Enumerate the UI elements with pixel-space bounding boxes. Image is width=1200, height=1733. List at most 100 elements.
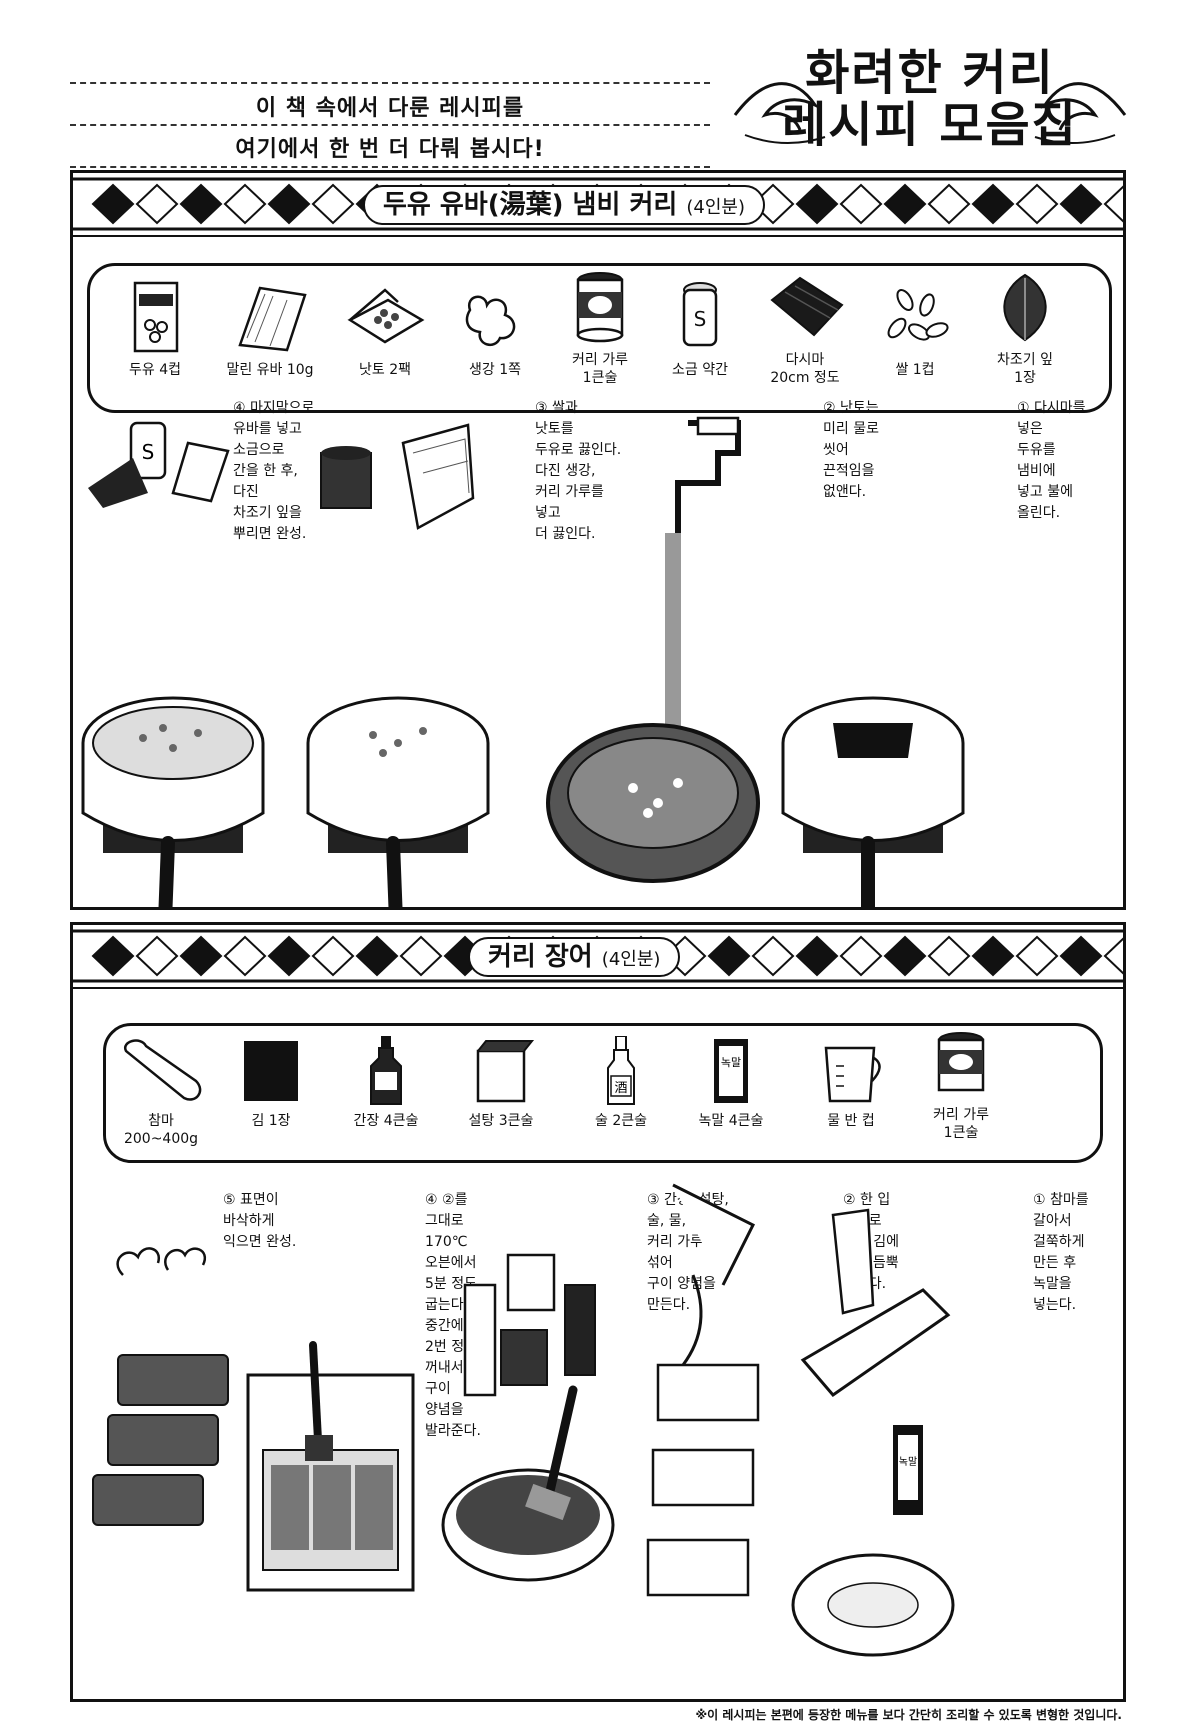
- ornament-diamond: [1059, 183, 1103, 225]
- ingredient-label: 다시마 20cm 정도: [770, 352, 840, 386]
- recipe-panel-2: 커리 장어 (4인분) 참마 200~400g 김 1장 간장 4큰술 설탕 3…: [70, 922, 1126, 1702]
- ornament-diamond: [267, 183, 311, 225]
- pot-illustration-step-4: [81, 696, 265, 908]
- recipe-1-step-3: ③ 쌀과 낫토를 두유로 끓인다. 다진 생강, 커리 가루를 넣고 더 끓인다…: [535, 400, 622, 542]
- pot-illustration-step-1: [781, 696, 965, 908]
- ornament-diamond: [927, 183, 971, 225]
- ingredient-label: 낫토 2팩: [359, 362, 411, 378]
- footnote: ※이 레시피는 본편에 등장한 메뉴를 보다 간단히 조리할 수 있도록 변형한…: [695, 1708, 1122, 1722]
- ingredient-soymilk: 두유 4컵: [100, 280, 210, 379]
- ingredient-label: 커리 가루 1큰술: [933, 1107, 989, 1141]
- salt-shaker-icon: S: [682, 282, 718, 347]
- ornament-diamond: [839, 183, 883, 225]
- ingredient-natto: 낫토 2팩: [330, 280, 440, 379]
- ingredient-label: 쌀 1컵: [895, 362, 935, 378]
- ornament-diamond: [707, 935, 751, 977]
- recipe-1-ingredients-box: 두유 4컵 말린 유바 10g 낫토 2팩 생강 1쪽 커리 가루 1큰술 S …: [87, 263, 1112, 413]
- rice-grains-icon: [887, 289, 949, 341]
- ornament-diamond: [399, 935, 443, 977]
- ingredient-label: 말린 유바 10g: [226, 362, 314, 378]
- faucet-illustration: [665, 416, 741, 773]
- ornament-diamond: [927, 935, 971, 977]
- measuring-cup-icon: [824, 1046, 881, 1103]
- nori-with-yam-illustration: [646, 1183, 760, 1597]
- recipe-1-step-1: ① 다시마를 넣은 두유를 냄비에 넣고 불에 올린다.: [1017, 400, 1086, 521]
- pot-illustration-step-3: [306, 696, 490, 908]
- yam-icon: [123, 1039, 202, 1101]
- ornament-diamond: [1015, 183, 1059, 225]
- oven-tray-illustration: [246, 1341, 415, 1592]
- ornament-diamond: [91, 183, 135, 225]
- ingredient-yam: 참마 200~400g: [106, 1036, 216, 1148]
- ingredient-sake: 酒 술 2큰술: [566, 1036, 676, 1130]
- ornament-diamond: [883, 935, 927, 977]
- ornament-diamond: [971, 935, 1015, 977]
- recipe-1-banner: 두유 유바(湯葉) 냄비 커리 (4인분): [73, 173, 1123, 237]
- strainer-illustration: [546, 723, 760, 883]
- ingredient-label: 술 2큰술: [595, 1113, 647, 1129]
- ingredient-label: 커리 가루 1큰술: [572, 352, 628, 386]
- recipe-1-title: 두유 유바(湯葉) 냄비 커리 (4인분): [363, 185, 765, 225]
- svg-text:酒: 酒: [614, 1081, 627, 1096]
- ingredient-soy-sauce: 간장 4큰술: [331, 1036, 441, 1130]
- svg-text:녹말: 녹말: [721, 1056, 741, 1069]
- svg-text:S: S: [694, 307, 707, 331]
- soymilk-carton-icon: [133, 281, 179, 353]
- nori-sheet-icon: [244, 1041, 298, 1101]
- ornament-diamond: [1103, 937, 1123, 975]
- kelp-icon: [770, 276, 844, 337]
- recipe-2-illustrations: 녹말: [92, 1183, 955, 1657]
- ornament-diamond: [267, 935, 311, 977]
- recipe-1-illustrations: S: [81, 416, 965, 908]
- ornament-diamond: [179, 183, 223, 225]
- ornament-diamond: [179, 935, 223, 977]
- ingredient-label: 물 반 컵: [827, 1113, 875, 1129]
- soy-sauce-bottle-icon: [370, 1036, 402, 1105]
- shiso-leaf-icon: [1003, 273, 1047, 342]
- intro-dashed-line-bottom: [70, 166, 710, 168]
- ingredient-label: 간장 4큰술: [353, 1113, 419, 1129]
- ornament-diamond: [1059, 935, 1103, 977]
- page-title-line-2: 레시피 모음집: [782, 97, 1078, 153]
- ornament-diamond: [311, 935, 355, 977]
- intro-text-line-2: 여기에서 한 번 더 다뤄 봅시다!: [235, 137, 545, 162]
- ingredient-label: 녹말 4큰술: [698, 1113, 764, 1129]
- ingredient-label: 참마 200~400g: [123, 1113, 199, 1147]
- curry-can-icon: [576, 272, 624, 343]
- recipe-2-banner: 커리 장어 (4인분): [73, 925, 1123, 989]
- ingredient-label: 김 1장: [251, 1113, 291, 1129]
- grilled-yam-pieces-illustration: [92, 1247, 229, 1526]
- ornament-diamond: [135, 935, 179, 977]
- ornament-diamond: [1103, 185, 1123, 223]
- sauce-bowl-illustration: [441, 1253, 615, 1582]
- ornament-diamond: [795, 183, 839, 225]
- ornament-diamond: [355, 935, 399, 977]
- ornament-diamond: [135, 183, 179, 225]
- svg-text:S: S: [142, 440, 155, 464]
- ornament-diamond: [1015, 935, 1059, 977]
- ginger-icon: [465, 295, 516, 347]
- ingredient-curry-powder: 커리 가루 1큰술: [545, 270, 655, 387]
- ingredient-shiso: 차조기 잎 1장: [970, 270, 1080, 387]
- ornament-diamond: [311, 183, 355, 225]
- ingredient-sugar: 설탕 3큰술: [446, 1036, 556, 1130]
- recipe-panel-1: 두유 유바(湯葉) 냄비 커리 (4인분) 두유 4컵 말린 유바 10g 낫토…: [70, 170, 1126, 910]
- ingredient-water: 물 반 컵: [796, 1036, 906, 1130]
- recipe-1-step-2: ② 낫토는 미리 물로 씻어 끈적임을 없앤다.: [823, 400, 879, 500]
- ingredient-label: 두유 4컵: [129, 362, 181, 378]
- ingredient-label: 설탕 3큰술: [468, 1113, 534, 1129]
- yuba-sheet-icon: [238, 286, 307, 352]
- ingredient-label: 생강 1쪽: [469, 362, 521, 378]
- starch-bag-icon: 녹말: [714, 1039, 748, 1103]
- ingredient-yuba: 말린 유바 10g: [215, 280, 325, 379]
- intro-dashed-line-top: [70, 82, 710, 84]
- ingredient-curry-powder-2: 커리 가루 1큰술: [906, 1030, 1016, 1142]
- curry-can-icon: [937, 1032, 985, 1092]
- recipe-2-step-5: ⑤ 표면이 바삭하게 익으면 완성.: [223, 1192, 297, 1250]
- intro-text-line-1: 이 책 속에서 다룬 레시피를: [255, 96, 525, 121]
- svg-text:녹말: 녹말: [899, 1456, 917, 1468]
- ingredient-starch: 녹말 녹말 4큰술: [676, 1036, 786, 1130]
- recipe-2-ingredients-box: 참마 200~400g 김 1장 간장 4큰술 설탕 3큰술 酒 술 2큰술 녹…: [103, 1023, 1103, 1163]
- step4-ingredients-illustration: S: [88, 421, 475, 530]
- ingredient-kelp: 다시마 20cm 정도: [750, 270, 860, 387]
